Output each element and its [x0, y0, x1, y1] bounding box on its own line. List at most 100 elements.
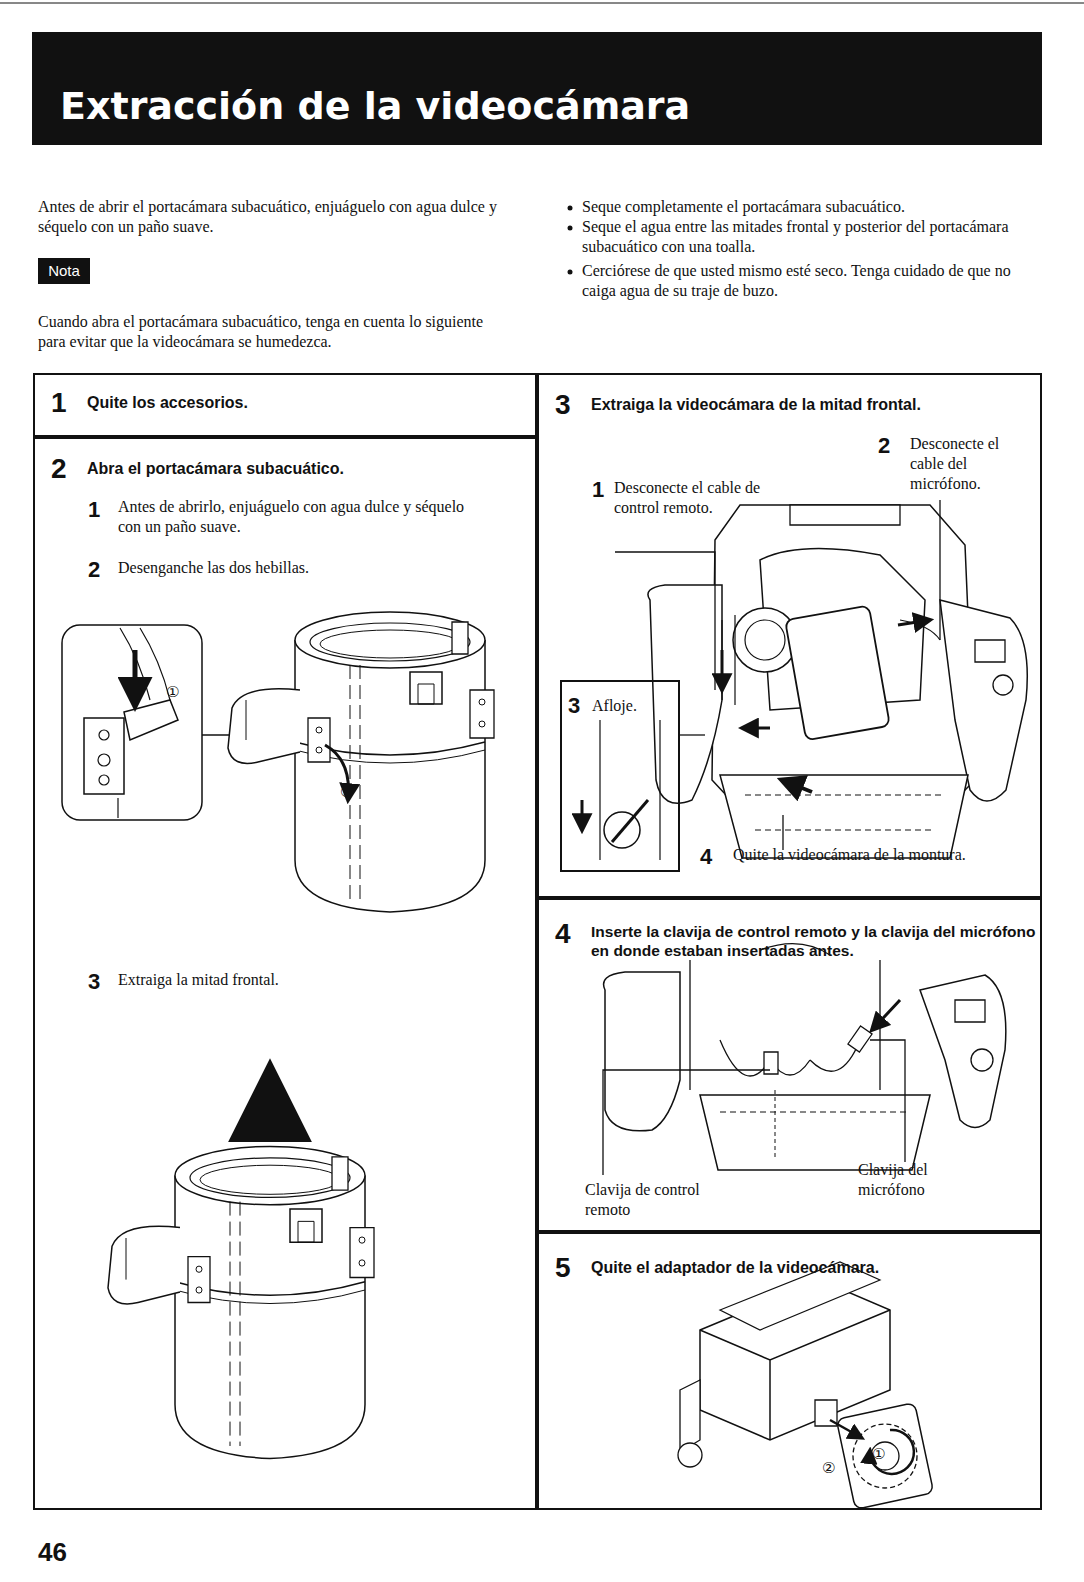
plug-insertion-drawing: [604, 972, 680, 1131]
plug-insertion-drawing: [872, 1000, 900, 1030]
note-tag: Nota: [38, 258, 90, 284]
substep-number: 2: [88, 556, 112, 584]
step-box: 5 Quite el adaptador de la videocámara.: [537, 1232, 1042, 1510]
step-number: 4: [555, 916, 585, 951]
plug-insertion-drawing: [603, 1070, 770, 1175]
substep-text: Extraiga la mitad frontal.: [118, 970, 488, 990]
adapter-removal-drawing: [830, 1420, 862, 1438]
buckle-inset: [120, 628, 170, 700]
open-housing-drawing: [785, 605, 890, 740]
substep-text: Antes de abrirlo, enjuáguelo con agua du…: [118, 497, 488, 537]
page-title: Extracción de la videocámara: [60, 84, 690, 128]
plug-insertion-drawing: [971, 1049, 993, 1071]
adapter-removal-drawing: [853, 1424, 917, 1488]
open-housing-drawing: [782, 815, 783, 850]
open-housing-drawing: [993, 675, 1013, 695]
step-heading: Extraiga la videocámara de la mitad fron…: [591, 395, 1031, 415]
open-housing-drawing: [648, 585, 722, 803]
open-housing-drawing: [940, 600, 1027, 801]
detail-inset: 3Afloje.: [560, 680, 680, 872]
substep-text: Desenganche las dos hebillas.: [118, 558, 488, 578]
open-housing-drawing: [680, 734, 705, 735]
open-housing-drawing: [615, 500, 1027, 858]
adapter-removal-drawing: [678, 1443, 702, 1467]
title-band: Extracción de la videocámara: [32, 32, 1042, 145]
plug-insertion-drawing: [955, 1000, 985, 1022]
plug-insertion-drawing: [848, 1026, 872, 1052]
open-housing-drawing: [745, 620, 785, 660]
step-heading: Abra el portacámara subacuático.: [87, 459, 517, 479]
top-rule: [0, 3, 1084, 4]
note-text: Cuando abra el portacámara subacuático, …: [38, 312, 513, 352]
callout-number: ①: [872, 1444, 894, 1464]
bullet-text: Seque completamente el portacámara subac…: [582, 197, 1042, 217]
step-box: 2 Abra el portacámara subacuático.: [33, 437, 537, 1510]
bullet-dot: [568, 206, 573, 211]
adapter-removal-drawing: [678, 1262, 934, 1509]
bullet-text: Seque el agua entre las mitades frontal …: [582, 217, 1037, 257]
part-name: Clavija del micrófono: [858, 1160, 998, 1200]
step-number: 3: [568, 692, 590, 720]
step-box: 1 Quite los accesorios.: [33, 373, 537, 437]
open-housing-drawing: [733, 608, 797, 672]
page-number: 46: [38, 1538, 98, 1566]
open-housing-drawing: [790, 505, 900, 525]
housing-drawing-front: [108, 1075, 374, 1458]
open-housing-drawing: [975, 640, 1005, 662]
open-housing-drawing: [745, 795, 945, 830]
step-heading: Quite los accesorios.: [87, 393, 517, 413]
lever-inset-drawing: [600, 720, 660, 860]
intro-text: Antes de abrir el portacámara subacuátic…: [38, 197, 508, 237]
step-number: 5: [555, 1250, 585, 1285]
substep-number: 4: [700, 843, 724, 871]
buckle-inset: [117, 798, 118, 818]
lever-inset-drawing: [581, 800, 584, 830]
housing-drawing-front: [108, 1146, 374, 1458]
step-heading: Inserte la clavija de control remoto y l…: [591, 922, 1036, 960]
bullet-dot: [568, 226, 573, 231]
open-housing-drawing: [712, 505, 975, 810]
plug-insertion-drawing: [720, 1112, 910, 1113]
step-number: 2: [51, 451, 81, 486]
adapter-removal-drawing: [870, 1430, 914, 1474]
housing-drawing: [228, 612, 494, 912]
plug-insertion-drawing: [775, 1090, 776, 1160]
plug-insertion-drawing: [700, 1095, 930, 1170]
buckle-inset: [133, 650, 138, 705]
open-housing-drawing: [939, 500, 940, 640]
part-name: Clavija de control remoto: [585, 1180, 745, 1220]
callout-number: ①: [166, 682, 188, 702]
callout-number: ②: [822, 1458, 844, 1478]
plug-insertion-drawing: [920, 975, 1006, 1128]
open-housing-drawing: [721, 650, 724, 690]
substep-number: 2: [878, 432, 902, 460]
adapter-removal-drawing: [680, 1380, 700, 1452]
open-housing-drawing: [898, 620, 930, 625]
housing-drawing-front: [264, 1075, 276, 1135]
step-heading: Afloje.: [592, 696, 676, 716]
callout-text: Desconecte el cable del micrófono.: [910, 434, 1035, 494]
bullet-dot: [568, 206, 573, 275]
plug-insertion-drawing: [870, 1040, 905, 1162]
adapter-removal-drawing: [836, 1403, 933, 1510]
bullet-dot: [568, 270, 573, 275]
step-heading: Quite el adaptador de la videocámara.: [591, 1258, 1031, 1278]
substep-number: 1: [88, 496, 112, 524]
buckle-inset: [99, 775, 109, 785]
buckle-inset: [124, 700, 178, 740]
buckle-inset: [62, 625, 202, 820]
callout-number: ②: [340, 782, 362, 802]
buckle-inset: [84, 718, 124, 794]
plug-insertion-drawing: [690, 944, 880, 1090]
open-housing-drawing: [742, 727, 770, 730]
plug-insertion-drawing: [603, 944, 1006, 1175]
bullet-text: Cerciórese de que usted mismo esté seco.…: [582, 261, 1037, 301]
open-housing-drawing: [720, 775, 968, 858]
step-number: 1: [51, 385, 81, 420]
substep-number: 3: [88, 968, 112, 996]
open-housing-drawing: [782, 780, 812, 792]
open-housing-drawing: [615, 552, 715, 690]
